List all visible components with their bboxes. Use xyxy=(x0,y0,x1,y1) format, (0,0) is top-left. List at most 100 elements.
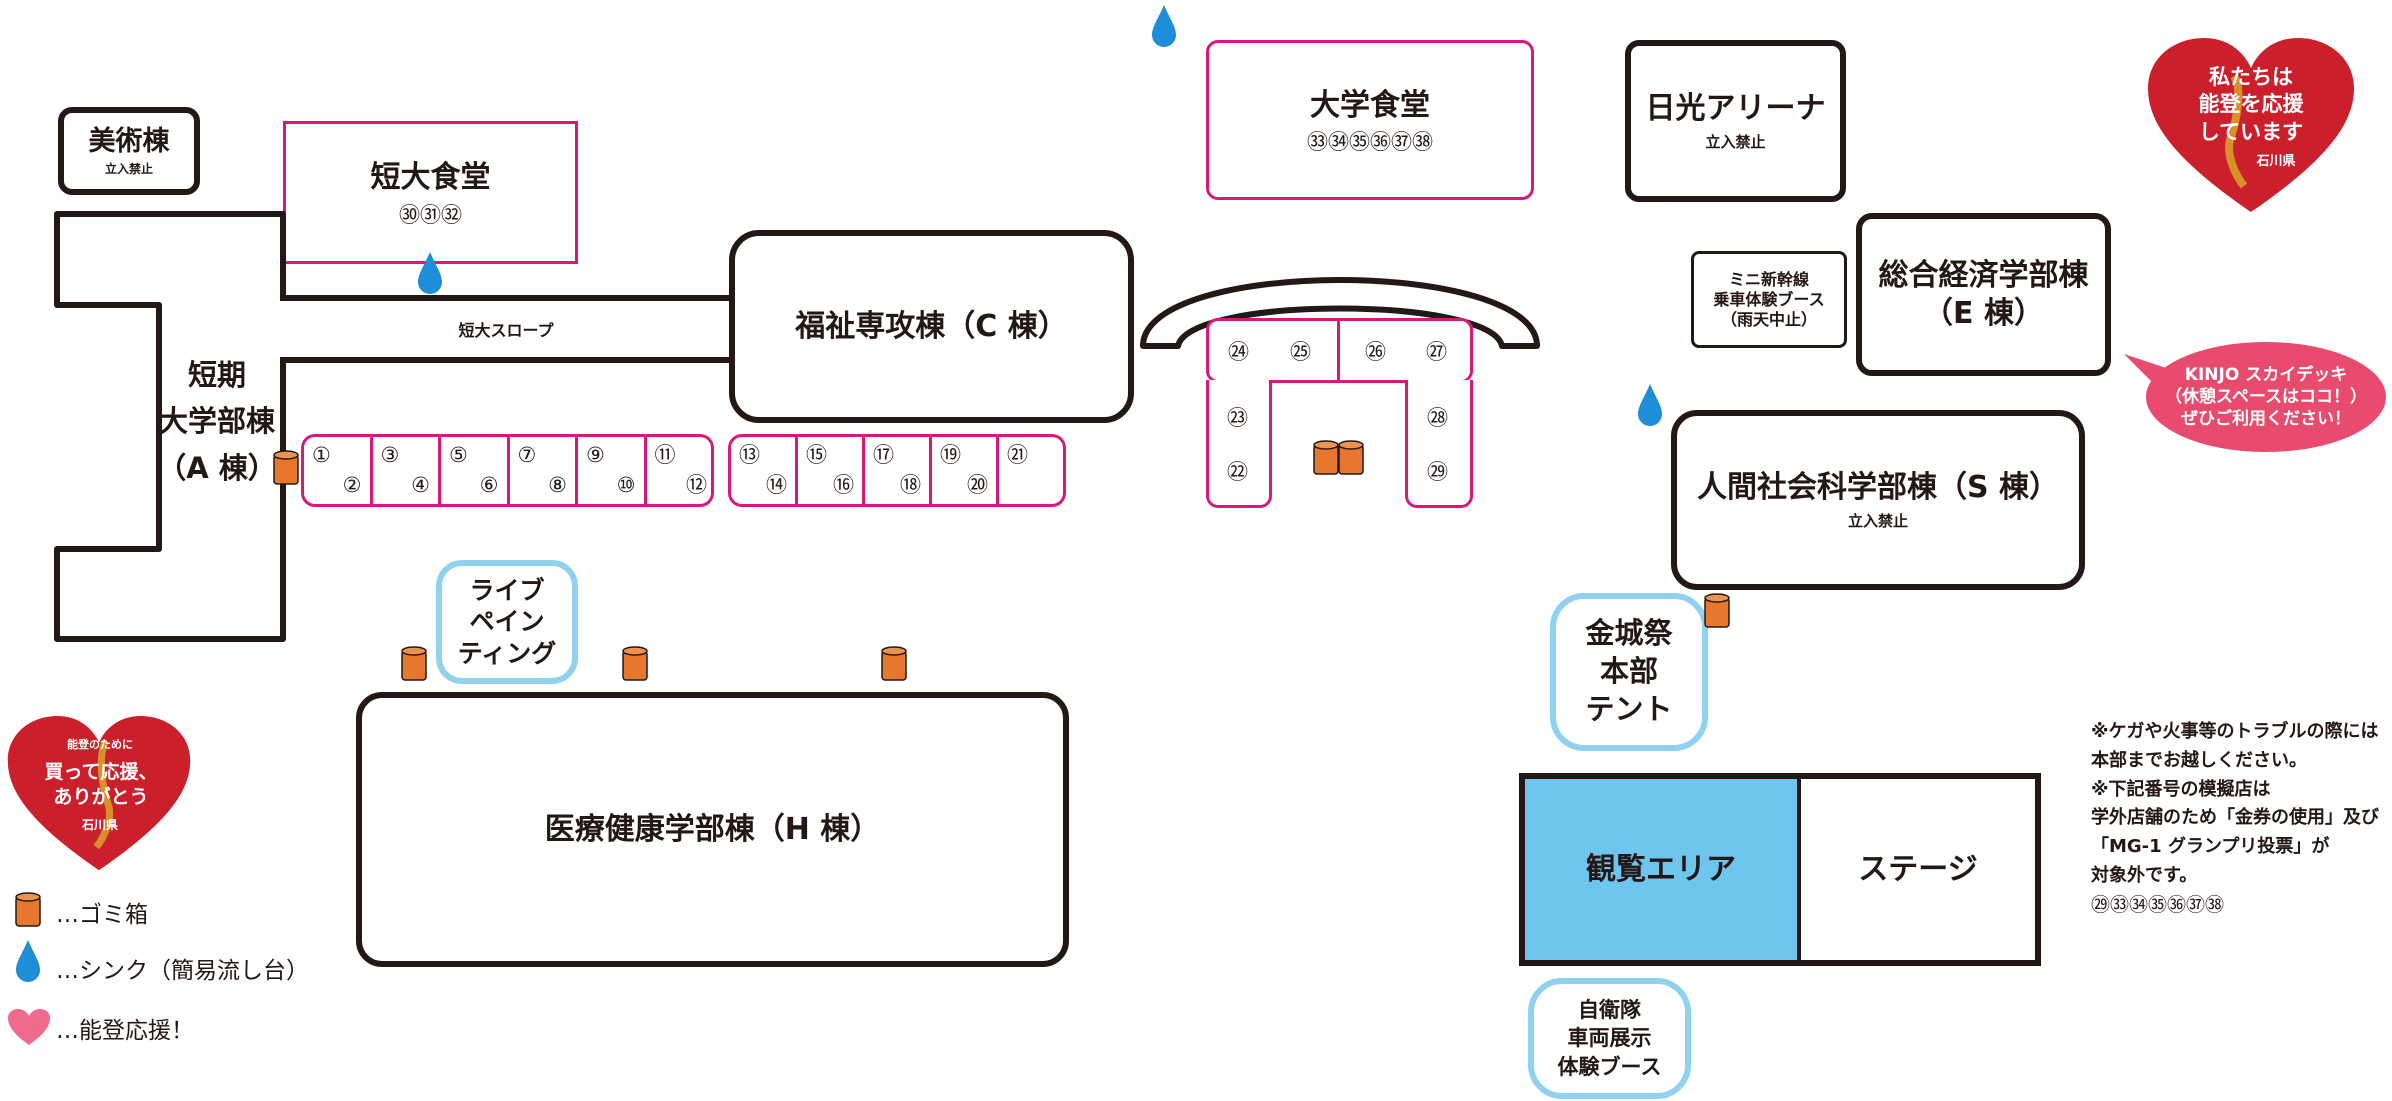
junior-cafeteria: 短大食堂 ㉚㉛㉜ xyxy=(283,121,578,264)
trash-can-icon xyxy=(881,646,907,681)
festival-hq-name: 金城祭 本部 テント xyxy=(1585,616,1673,726)
art-building: 美術棟 立入禁止 xyxy=(58,107,200,195)
human-sciences-building-status: 立入禁止 xyxy=(1847,512,1908,531)
art-building-status: 立入禁止 xyxy=(104,162,153,177)
shinkansen-booth: ミニ新幹線 乗車体験ブース （雨天中止） xyxy=(1691,251,1847,348)
water-drop-icon xyxy=(1152,5,1176,47)
stall-number: ㉖ xyxy=(1365,340,1386,364)
sky-deck-text: KINJO スカイデッキ （休憩スペースはココ！） ぜひご利用ください！ xyxy=(2165,365,2367,430)
notice-text: ※ケガや火事等のトラブルの際には 本部までお越しください。 ※下記番号の模擬店は… xyxy=(2091,721,2379,886)
trash-can-icon xyxy=(273,450,299,485)
stall-u-left xyxy=(1206,380,1272,508)
stall-number: ⑭ xyxy=(766,473,787,497)
festival-hq-tent: 金城祭 本部 テント xyxy=(1550,593,1708,751)
heart-icon xyxy=(2148,38,2354,212)
live-painting-name: ライブ ペイン ティング xyxy=(457,576,557,668)
junior-college-building-name: 短期 大学部棟 （A 棟） xyxy=(157,358,277,485)
stall-number: ⑧ xyxy=(548,473,567,497)
junior-cafeteria-stalls: ㉚㉛㉜ xyxy=(399,202,462,227)
stall-number: ㉘ xyxy=(1427,406,1448,430)
nikko-arena: 日光アリーナ 立入禁止 xyxy=(1625,40,1846,202)
trash-can-icon xyxy=(1704,593,1730,628)
stall-number: ㉒ xyxy=(1227,460,1248,484)
stall-number: ⑩ xyxy=(616,473,636,497)
human-sciences-building: 人間社会科学部棟（S 棟） 立入禁止 xyxy=(1671,410,2085,590)
trash-can-icon xyxy=(1313,440,1339,475)
stall-number: ⑲ xyxy=(940,443,961,467)
sky-deck-bubble xyxy=(2122,342,2386,452)
stage-name: ステージ xyxy=(1858,851,1978,887)
stall-number: ⑥ xyxy=(479,473,499,497)
junior-slope: 短大スロープ xyxy=(280,295,732,363)
university-cafeteria-stalls: ㉝㉞㉟㊱㊲㊳ xyxy=(1307,130,1433,155)
shinkansen-booth-name: ミニ新幹線 乗車体験ブース （雨天中止） xyxy=(1713,269,1825,329)
economics-building: 総合経済学部棟 （E 棟） xyxy=(1856,213,2111,376)
legend-sink-label: …シンク（簡易流し台） xyxy=(56,958,309,984)
stall-number: ⑯ xyxy=(833,473,854,497)
stall-number: ⑨ xyxy=(586,443,605,467)
stage: ステージ xyxy=(1797,773,2041,966)
stall-number: ㉕ xyxy=(1290,340,1311,364)
stall-number: ② xyxy=(342,473,362,497)
junior-slope-name: 短大スロープ xyxy=(458,321,554,340)
trash-can-icon xyxy=(1338,440,1364,475)
stall-number: ④ xyxy=(411,473,430,497)
notice-stall-numbers: ㉙㉝㉞㉟㊱㊲㊳ xyxy=(2091,894,2225,916)
art-building-name: 美術棟 xyxy=(88,125,170,157)
stall-number: ㉔ xyxy=(1228,340,1249,364)
stall-u-right xyxy=(1405,380,1473,508)
welfare-building-name: 福祉専攻棟（C 棟） xyxy=(795,308,1068,344)
stall-number: ① xyxy=(312,443,331,467)
stall-number: ⑳ xyxy=(967,473,988,497)
stall-number: ③ xyxy=(380,443,400,467)
sdf-vehicle-name: 自衛隊 車両展示 体験ブース xyxy=(1557,997,1662,1079)
welfare-building: 福祉専攻棟（C 棟） xyxy=(729,230,1134,423)
heart-top-message: 私たちは 能登を応援 しています xyxy=(2198,65,2304,144)
heart-left-prefecture: 石川県 xyxy=(81,818,118,832)
legend-heart-label: …能登応援！ xyxy=(56,1018,194,1044)
nikko-arena-name: 日光アリーナ xyxy=(1645,90,1826,126)
stall-number: ⑪ xyxy=(654,443,676,467)
water-drop-icon xyxy=(16,940,40,982)
stall-number: ㉗ xyxy=(1426,340,1447,364)
trash-can-icon xyxy=(401,646,427,681)
stall-number: ㉙ xyxy=(1427,460,1448,484)
heart-top-prefecture: 石川県 xyxy=(2256,154,2296,169)
water-drop-icon xyxy=(1638,384,1662,426)
sky-deck-arch xyxy=(1140,277,1540,349)
live-painting-booth: ライブ ペイン ティング xyxy=(436,560,578,684)
viewing-area: 観覧エリア xyxy=(1519,773,1803,966)
sdf-vehicle-booth: 自衛隊 車両展示 体験ブース xyxy=(1528,978,1691,1099)
stall-number: ⑱ xyxy=(900,473,921,497)
trash-can-icon xyxy=(622,646,648,681)
stall-number: ⑤ xyxy=(449,443,468,467)
stall-number: ㉑ xyxy=(1007,443,1028,467)
human-sciences-building-name: 人間社会科学部棟（S 棟） xyxy=(1696,469,2060,505)
stall-number: ㉓ xyxy=(1227,406,1248,430)
stall-number: ⑬ xyxy=(739,443,760,467)
viewing-area-name: 観覧エリア xyxy=(1586,851,1736,887)
trash-can-icon xyxy=(15,892,41,927)
university-cafeteria: 大学食堂 ㉝㉞㉟㊱㊲㊳ xyxy=(1206,40,1534,200)
heart-icon xyxy=(8,1009,50,1045)
medical-building-name: 医療健康学部棟（H 棟） xyxy=(544,811,881,847)
junior-cafeteria-name: 短大食堂 xyxy=(370,160,491,196)
medical-building: 医療健康学部棟（H 棟） xyxy=(356,692,1069,967)
heart-left-small: 能登のために xyxy=(67,738,133,751)
legend-trash-label: …ゴミ箱 xyxy=(56,902,148,928)
university-cafeteria-name: 大学食堂 xyxy=(1310,87,1430,123)
nikko-arena-status: 立入禁止 xyxy=(1705,133,1766,152)
heart-icon xyxy=(7,716,191,871)
